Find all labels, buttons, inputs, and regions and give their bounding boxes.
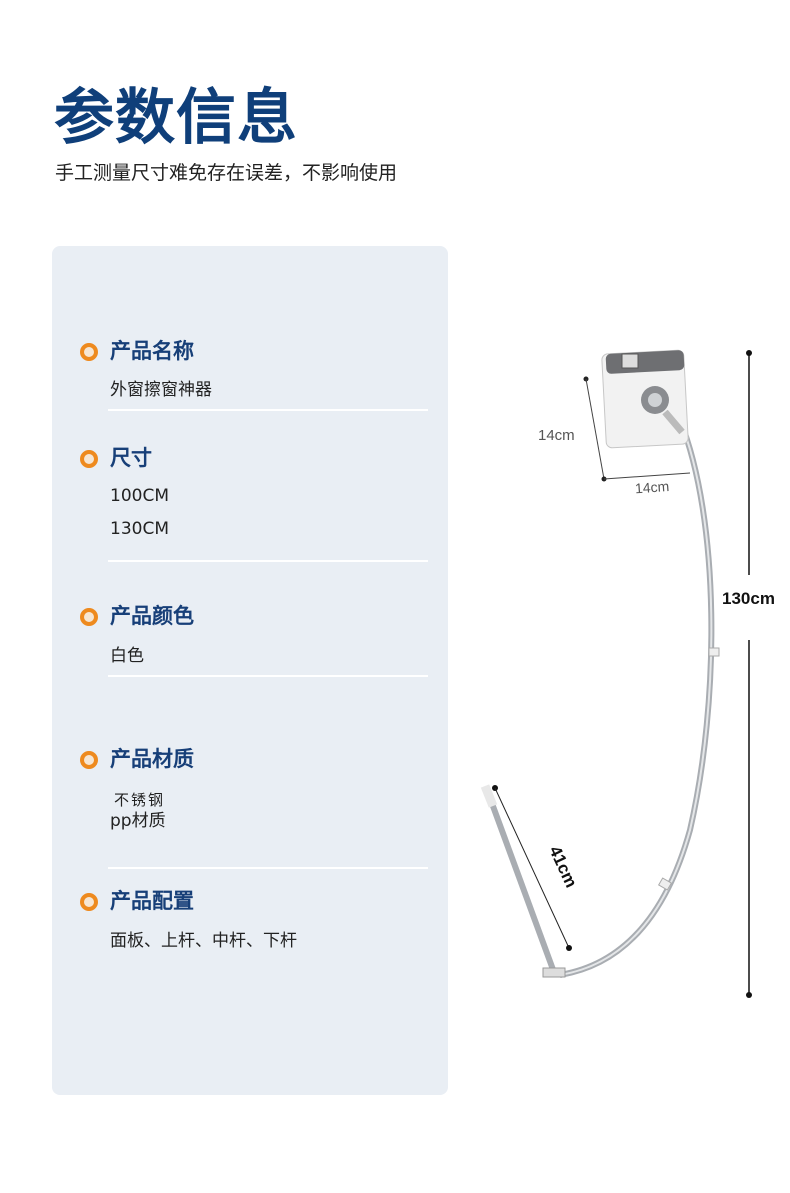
divider	[108, 560, 428, 562]
cleaning-panel	[601, 349, 689, 449]
spec-label-color: 产品颜色	[110, 604, 194, 628]
bullet-icon	[80, 450, 98, 468]
spec-label-material: 产品材质	[110, 747, 194, 771]
page-subtitle: 手工测量尺寸难免存在误差，不影响使用	[55, 162, 398, 184]
dimension-panel: 14cm 14cm	[538, 376, 691, 496]
bullet-icon	[80, 893, 98, 911]
bullet-icon	[80, 343, 98, 361]
pole	[559, 418, 715, 978]
panel-width-label: 14cm	[634, 478, 669, 496]
bullet-icon	[80, 608, 98, 626]
bullet-icon	[80, 751, 98, 769]
spec-value-size: 130CM	[110, 519, 169, 539]
page-title: 参数信息	[54, 83, 298, 153]
lower-pole	[487, 796, 558, 977]
spec-label-config: 产品配置	[110, 889, 194, 913]
total-length-label: 130cm	[722, 589, 775, 608]
spec-value-size: 100CM	[110, 486, 169, 506]
spec-value-name: 外窗擦窗神器	[110, 380, 212, 400]
spec-value-config: 面板、上杆、中杆、下杆	[110, 931, 297, 951]
spec-card: 产品名称 外窗擦窗神器 尺寸 100CM 130CM 产品颜色 白色 产品材质 …	[52, 246, 448, 1095]
divider	[108, 675, 428, 677]
lower-pole-label: 41cm	[545, 843, 581, 890]
product-illustration: 130cm 14cm 14cm 41cm	[480, 349, 775, 998]
spec-value-material: 不锈钢	[114, 791, 166, 809]
divider	[108, 867, 428, 869]
divider	[108, 409, 428, 411]
panel-height-label: 14cm	[538, 427, 575, 444]
spec-value-material: pp材质	[110, 811, 166, 831]
spec-value-color: 白色	[110, 646, 144, 666]
dimension-130: 130cm	[722, 350, 775, 998]
spec-label-name: 产品名称	[110, 339, 194, 363]
spec-label-size: 尺寸	[110, 446, 152, 470]
